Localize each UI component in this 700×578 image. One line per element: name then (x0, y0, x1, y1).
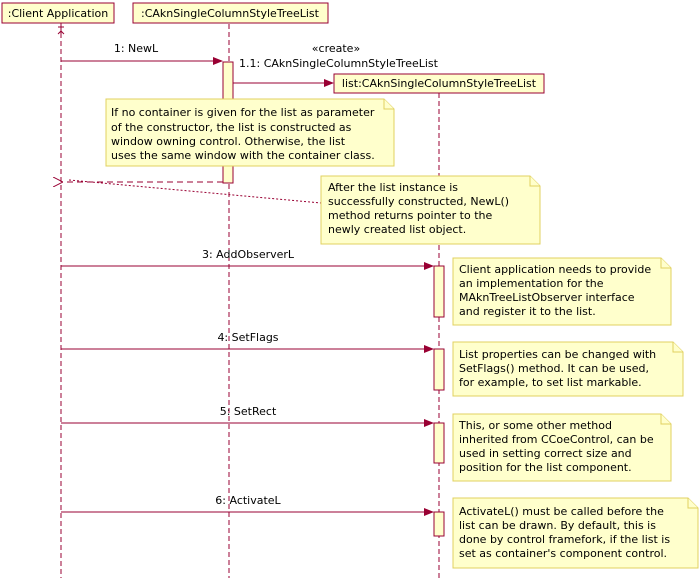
actor-icon (57, 23, 65, 35)
message-create-label: 1.1: CAknSingleColumnStyleTreeList (239, 57, 439, 70)
note-activate-line: done by control framefork, if the list i… (459, 533, 670, 546)
note-flags-line: SetFlags() method. It can be used, (459, 362, 649, 375)
participant-client: :Client Application (1, 2, 115, 35)
note-newl-return-line: method returns pointer to the (328, 209, 493, 222)
note-rect: This, or some other method inherited fro… (452, 413, 672, 482)
message-activatel-label: 6: ActivateL (215, 494, 281, 507)
note-flags: List properties can be changed with SetF… (452, 341, 684, 397)
note-rect-line: used in setting correct size and (459, 447, 632, 460)
note-container-line: window owning control. Otherwise, the li… (111, 135, 346, 148)
activation-list-setflags (433, 348, 445, 391)
activation-list-addobserver (433, 265, 445, 318)
message-newl: 1: NewL (61, 42, 223, 65)
note-flags-line: List properties can be changed with (459, 348, 656, 361)
note-container: If no container is given for the list as… (105, 98, 395, 167)
note-rect-line: position for the list component. (459, 461, 632, 474)
note-container-line: If no container is given for the list as… (111, 106, 375, 119)
note-observer-line: MAknTreeListObserver interface (459, 291, 635, 304)
note-container-line: uses the same window with the container … (111, 149, 375, 162)
note-newl-return-line: successfully constructed, NewL() (328, 195, 509, 208)
participant-tree-class-label: :CAknSingleColumnStyleTreeList (141, 7, 320, 20)
message-setrect-label: 5: SetRect (220, 405, 277, 418)
note-rect-line: inherited from CCoeControl, can be (459, 433, 654, 446)
note-observer-line: and register it to the list. (459, 305, 596, 318)
message-create: «create» 1.1: CAknSingleColumnStyleTreeL… (233, 42, 439, 87)
message-setflags: 4: SetFlags (61, 331, 434, 353)
note-activate-line: list can be drawn. By default, this is (459, 519, 656, 532)
note-rect-line: This, or some other method (458, 419, 612, 432)
note-observer-line: Client application needs to provide (459, 263, 651, 276)
participant-tree-class: :CAknSingleColumnStyleTreeList (132, 2, 329, 24)
note-observer-line: an implementation for the (459, 277, 604, 290)
participant-list-instance: list:CAknSingleColumnStyleTreeList (333, 73, 545, 94)
message-setrect: 5: SetRect (61, 405, 434, 427)
note-newl-return-line: After the list instance is (328, 181, 458, 194)
message-create-stereotype: «create» (312, 42, 360, 55)
message-activatel: 6: ActivateL (61, 494, 434, 516)
note-activate: ActivateL() must be called before the li… (452, 497, 699, 569)
note-newl-return: After the list instance is successfully … (320, 175, 541, 245)
activation-list-activate (433, 511, 445, 537)
note-anchor (68, 179, 322, 204)
note-newl-return-line: newly created list object. (328, 223, 466, 236)
note-activate-line: ActivateL() must be called before the (459, 505, 664, 518)
note-activate-line: set as container's component control. (459, 547, 667, 560)
activation-list-setrect (433, 422, 445, 464)
note-observer: Client application needs to provide an i… (452, 257, 672, 326)
note-flags-line: for example, to set list markable. (459, 376, 642, 389)
participant-list-instance-label: list:CAknSingleColumnStyleTreeList (342, 77, 537, 90)
message-addobserverl: 3: AddObserverL (61, 248, 434, 270)
note-container-line: of the constructor, the list is construc… (111, 121, 352, 134)
message-newl-label: 1: NewL (114, 42, 159, 55)
message-setflags-label: 4: SetFlags (217, 331, 278, 344)
participant-client-label: :Client Application (8, 7, 109, 20)
message-addobserverl-label: 3: AddObserverL (202, 248, 295, 261)
